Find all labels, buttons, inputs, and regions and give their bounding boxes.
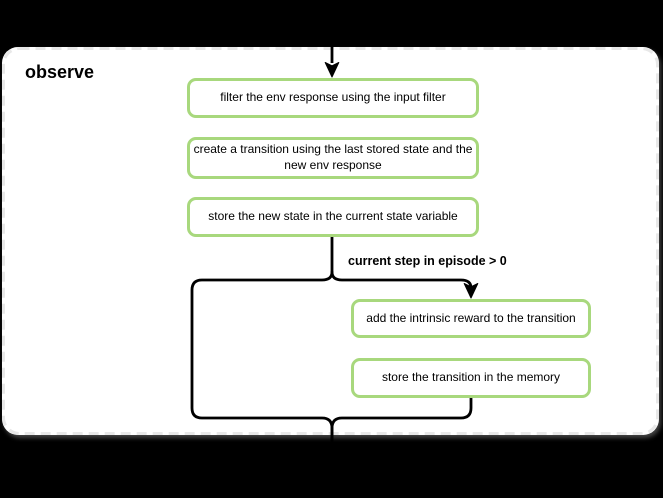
node-label: store the new state in the current state… bbox=[208, 209, 458, 224]
observe-group-label: observe bbox=[25, 62, 95, 82]
node-create-transition: create a transition using the last store… bbox=[187, 137, 479, 179]
node-add-intrinsic-reward: add the intrinsic reward to the transiti… bbox=[351, 299, 591, 338]
node-label: store the transition in the memory bbox=[381, 370, 561, 385]
node-filter-env-response: filter the env response using the input … bbox=[187, 78, 479, 118]
condition-label: current step in episode > 0 bbox=[348, 254, 507, 268]
node-store-transition-memory: store the transition in the memory bbox=[351, 358, 591, 398]
node-label: add the intrinsic reward to the transiti… bbox=[366, 310, 576, 325]
node-store-new-state: store the new state in the current state… bbox=[187, 197, 479, 237]
node-label: filter the env response using the input … bbox=[220, 90, 446, 105]
node-label: create a transition using the last store… bbox=[193, 142, 473, 172]
